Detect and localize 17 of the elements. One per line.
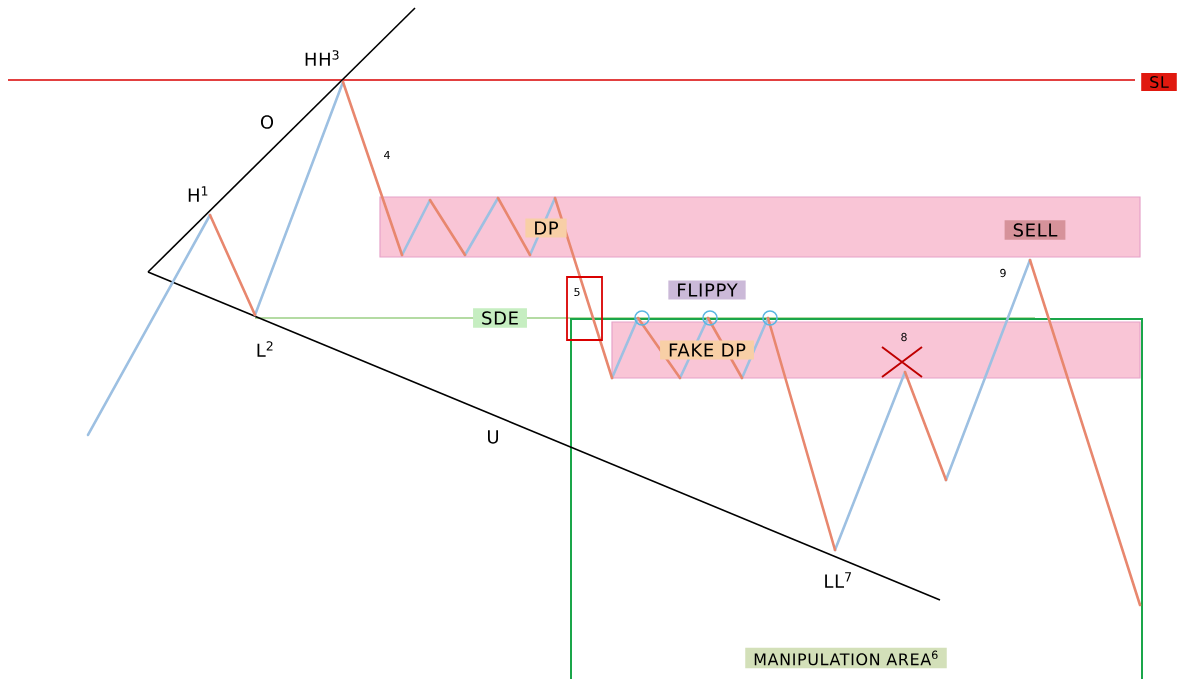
zone-label: FLIPPY — [668, 280, 746, 300]
zone-label: SELL — [1004, 220, 1066, 240]
trendline-label: U — [488, 430, 498, 444]
step-number: 4 — [384, 151, 390, 159]
point-label: H$^{1}$ — [188, 186, 208, 202]
stop-loss-tag: SL — [1141, 73, 1177, 91]
level-label: SDE — [473, 308, 527, 328]
point-label: L$^{2}$ — [257, 341, 273, 357]
step-number: 5 — [574, 287, 580, 297]
zone-label: DP — [525, 218, 567, 238]
area-label: MANIPULATION AREA$^{6}$ — [745, 647, 947, 669]
step-number: 9 — [1000, 268, 1006, 278]
point-label: LL$^{7}$ — [825, 572, 851, 588]
point-label: HH$^{3}$ — [305, 50, 339, 66]
trendline-label: O — [260, 115, 274, 129]
zone-label: FAKE DP — [660, 340, 754, 360]
step-number: 8 — [901, 332, 907, 342]
